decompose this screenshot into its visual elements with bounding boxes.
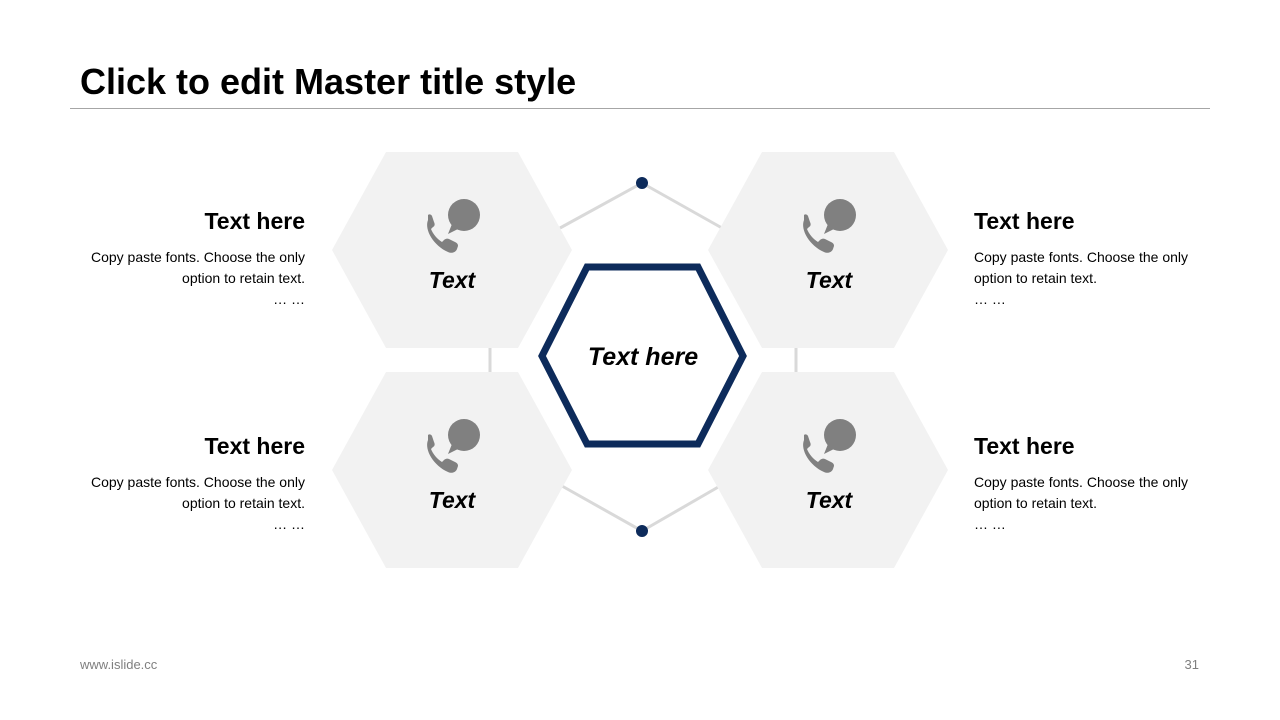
text-block-bottom-left: Text here Copy paste fonts. Choose the o… (75, 432, 305, 535)
title-divider (70, 108, 1210, 109)
center-hexagon-outline (538, 263, 747, 448)
slide-title: Click to edit Master title style (80, 61, 577, 102)
hexagon-bottom-left[interactable]: Text (332, 372, 572, 568)
hexagon-label: Text (429, 267, 477, 293)
text-block-bottom-right: Text here Copy paste fonts. Choose the o… (974, 432, 1204, 535)
block-heading: Text here (204, 433, 305, 459)
connector-top-left (559, 181, 643, 230)
connector-dot-top (636, 177, 648, 189)
block-ellipsis: … … (273, 291, 305, 307)
block-heading: Text here (204, 208, 305, 234)
block-ellipsis: … … (974, 516, 1006, 532)
block-body: Copy paste fonts. Choose the only option… (974, 474, 1189, 511)
block-body: Copy paste fonts. Choose the only option… (974, 249, 1189, 286)
connector-dot-bottom (636, 525, 648, 537)
block-heading: Text here (974, 208, 1075, 234)
page-number: 31 (1184, 657, 1199, 672)
block-body: Copy paste fonts. Choose the only option… (90, 474, 305, 511)
block-body: Copy paste fonts. Choose the only option… (90, 249, 305, 286)
connector-bottom-right (641, 484, 721, 533)
block-ellipsis: … … (273, 516, 305, 532)
hexagon-label: Text (806, 267, 854, 293)
text-block-top-left: Text here Copy paste fonts. Choose the o… (75, 207, 305, 310)
block-heading: Text here (974, 433, 1075, 459)
hexagon-bottom-right[interactable]: Text (708, 372, 948, 568)
hexagon-top-left[interactable]: Text (332, 152, 572, 348)
connector-bottom-left (561, 484, 643, 533)
center-label: Text here (588, 343, 698, 371)
text-block-top-right: Text here Copy paste fonts. Choose the o… (974, 207, 1204, 310)
connector-lines (488, 181, 798, 533)
hexagon-label: Text (806, 487, 854, 513)
hexagon-top-right[interactable]: Text (708, 152, 948, 348)
center-hexagon[interactable]: Text here (538, 263, 747, 448)
footer-url[interactable]: www.islide.cc (80, 657, 158, 672)
hexagon-label: Text (429, 487, 477, 513)
block-ellipsis: … … (974, 291, 1006, 307)
connector-top-right (641, 181, 723, 230)
